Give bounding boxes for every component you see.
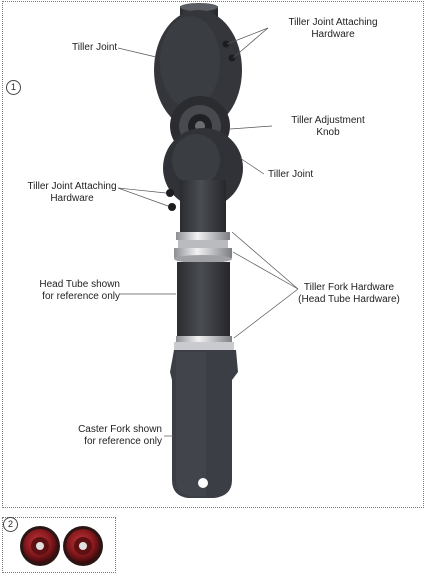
label-tiller-joint-top: Tiller Joint [72, 42, 118, 53]
leader-tiller-joint-lower [239, 157, 265, 175]
label-tiller-adjustment-knob: Tiller Adjustment Knob [291, 115, 365, 138]
tiller-stem [180, 180, 226, 232]
tiller-joint-upper-plate [154, 10, 242, 130]
leader-attach-hw-top-b [232, 27, 269, 59]
label-tiller-joint-attaching-hardware-top: Tiller Joint Attaching Hardware [288, 17, 378, 40]
leader-fork-hw-a [231, 231, 299, 290]
knob-right [63, 526, 103, 566]
view-number-1: 1 [6, 80, 21, 95]
label-tiller-fork-hardware: Tiller Fork Hardware (Head Tube Hardware… [298, 282, 400, 305]
view-number-2: 2 [3, 517, 18, 532]
caster-fork [170, 350, 238, 498]
leader-attach-hw-left-a [117, 187, 167, 194]
leader-fork-hw-c [233, 288, 299, 339]
leader-adjustment-knob [229, 125, 273, 130]
head-tube-hardware-lower [174, 336, 234, 350]
assembly-view-panel [2, 1, 424, 508]
leader-attach-hw-top-a [226, 27, 269, 45]
leader-lines [117, 27, 299, 437]
attaching-hardware-bolts [166, 40, 236, 211]
label-tiller-joint-lower: Tiller Joint [268, 169, 314, 180]
leader-tiller-joint-top [117, 47, 157, 58]
label-tiller-joint-attaching-hardware-left: Tiller Joint Attaching Hardware [27, 181, 117, 204]
tiller-knob-detail [20, 526, 103, 566]
label-head-tube: Head Tube shown for reference only [39, 279, 120, 302]
leader-attach-hw-left-b [117, 187, 169, 207]
label-caster-fork: Caster Fork shown for reference only [78, 424, 162, 447]
head-tube-hardware-upper [174, 232, 232, 263]
leader-fork-hw-b [232, 251, 299, 290]
knob-left [20, 526, 60, 566]
head-tube [177, 262, 230, 338]
knob-detail-panel [2, 517, 116, 573]
